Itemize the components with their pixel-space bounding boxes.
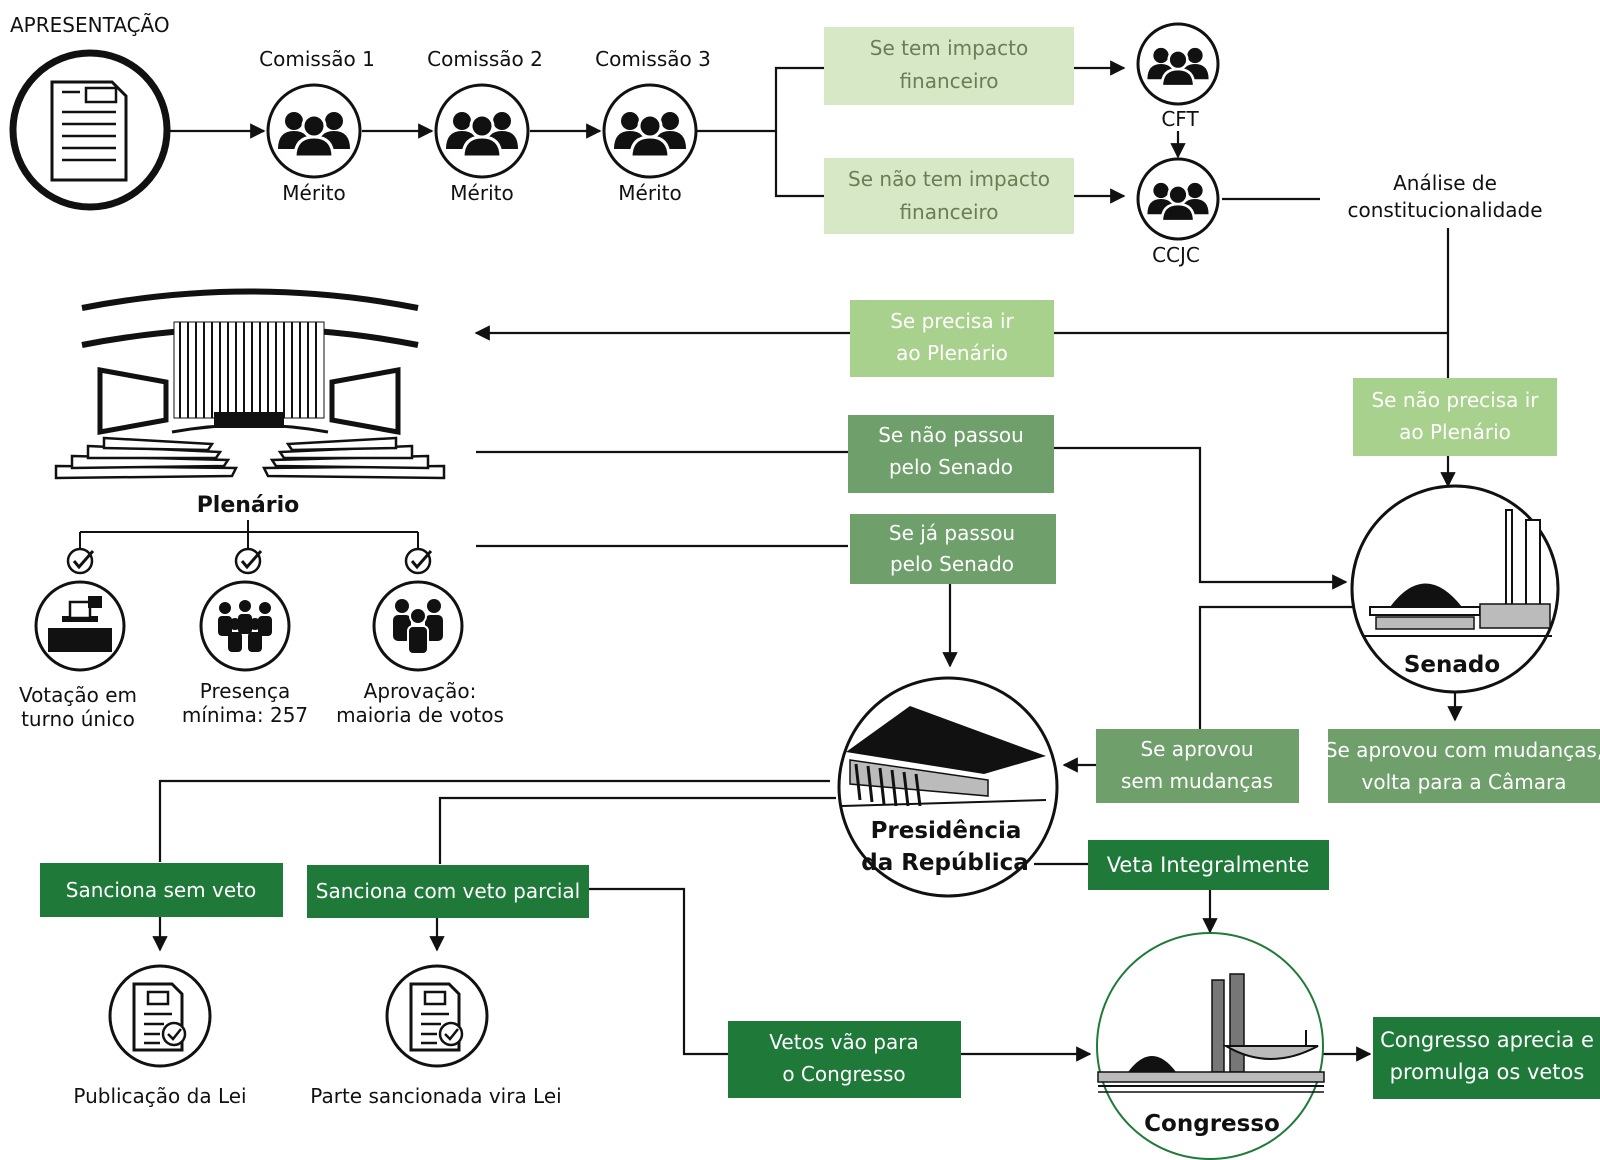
box-nao-passou-senado: Se não passou pelo Senado (848, 415, 1054, 493)
svg-text:Aprovação:: Aprovação: (364, 679, 477, 703)
svg-text:Congresso: Congresso (1144, 1111, 1280, 1137)
rule-aprovacao: Aprovação: maioria de votos (336, 580, 504, 727)
box-sem-impacto: Se não tem impacto financeiro (824, 158, 1074, 234)
box-sanciona-parcial: Sanciona com veto parcial (307, 865, 589, 918)
check-icon (234, 547, 263, 575)
ballot-box-icon (48, 596, 112, 652)
box-veta-integral: Veta Integralmente (1088, 840, 1329, 890)
svg-text:financeiro: financeiro (899, 69, 998, 93)
ccjc-node: CCJC (1136, 157, 1220, 267)
planalto-building-icon (841, 706, 1047, 807)
svg-text:Se já passou: Se já passou (889, 521, 1015, 545)
commission-label: Mérito (282, 181, 345, 205)
commission-label: Mérito (618, 181, 681, 205)
svg-text:Sanciona sem veto: Sanciona sem veto (66, 878, 257, 902)
svg-text:pelo Senado: pelo Senado (889, 455, 1013, 479)
svg-text:Parte sancionada vira Lei: Parte sancionada vira Lei (310, 1084, 561, 1108)
svg-text:Se tem impacto: Se tem impacto (870, 36, 1028, 60)
cft-node: CFT (1136, 22, 1220, 131)
box-precisa-plenario: Se precisa ir ao Plenário (850, 300, 1054, 377)
svg-text:o Congresso: o Congresso (782, 1062, 905, 1086)
commission-name: Comissão 2 (427, 47, 543, 71)
svg-text:constitucionalidade: constitucionalidade (1347, 198, 1542, 222)
box-nao-precisa-plenario: Se não precisa ir ao Plenário (1353, 378, 1557, 456)
check-icon (66, 547, 95, 575)
svg-text:Se precisa ir: Se precisa ir (890, 309, 1014, 333)
document-check-icon (409, 982, 464, 1052)
plenario-illustration: Plenário (54, 288, 446, 518)
svg-text:da República: da República (861, 850, 1029, 876)
svg-text:ao Plenário: ao Plenário (896, 341, 1008, 365)
connectors-mid (152, 446, 1463, 1062)
publicacao-node: Publicação da Lei (73, 964, 247, 1108)
rule-votacao: Votação em turno único (19, 580, 137, 731)
commission-2: Comissão 2 Mérito (427, 47, 543, 205)
svg-text:CCJC: CCJC (1152, 243, 1200, 267)
connectors-top (170, 60, 1456, 488)
svg-text:volta para a Câmara: volta para a Câmara (1362, 770, 1567, 794)
svg-text:ao Plenário: ao Plenário (1399, 420, 1511, 444)
commission-3: Comissão 3 Mérito (595, 47, 711, 205)
svg-text:Vetos vão para: Vetos vão para (769, 1030, 918, 1054)
document-icon (9, 49, 171, 211)
rule-presenca: Presença mínima: 257 (182, 580, 308, 727)
box-com-mudancas: Se aprovou com mudanças, volta para a Câ… (1325, 729, 1600, 803)
svg-text:turno único: turno único (21, 707, 135, 731)
box-sanciona-sem-veto: Sanciona sem veto (40, 863, 283, 917)
commission-name: Comissão 1 (259, 47, 375, 71)
crowd-icon (218, 600, 272, 652)
svg-text:Publicação da Lei: Publicação da Lei (73, 1084, 246, 1108)
svg-text:Se não precisa ir: Se não precisa ir (1371, 388, 1539, 412)
svg-text:mínima: 257: mínima: 257 (182, 703, 308, 727)
parte-sancionada-node: Parte sancionada vira Lei (310, 964, 562, 1108)
svg-text:pelo Senado: pelo Senado (890, 552, 1014, 576)
svg-text:Presidência: Presidência (871, 818, 1022, 844)
senado-node: Senado (1350, 484, 1560, 694)
svg-text:Presença: Presença (200, 679, 290, 703)
box-sem-mudancas: Se aprovou sem mudanças (1096, 729, 1299, 803)
svg-text:promulga os vetos: promulga os vetos (1390, 1060, 1585, 1084)
box-ja-passou-senado: Se já passou pelo Senado (850, 514, 1056, 584)
svg-text:Veta Integralmente: Veta Integralmente (1107, 853, 1310, 877)
svg-text:Análise de: Análise de (1393, 171, 1497, 195)
commission-1: Comissão 1 Mérito (259, 47, 375, 205)
senate-building-icon (1362, 509, 1552, 637)
congress-building-icon (1097, 973, 1325, 1093)
svg-text:sem mudanças: sem mudanças (1121, 769, 1273, 793)
svg-text:maioria de votos: maioria de votos (336, 703, 504, 727)
rules-connector (79, 520, 419, 548)
svg-text:Se não passou: Se não passou (878, 423, 1024, 447)
plenario-label: Plenário (197, 493, 300, 518)
analise-label: Análise de constitucionalidade (1347, 171, 1542, 222)
svg-text:Senado: Senado (1404, 652, 1500, 678)
check-icon (404, 547, 433, 575)
svg-text:Votação em: Votação em (19, 683, 137, 707)
svg-text:Se aprovou: Se aprovou (1140, 737, 1253, 761)
box-impacto: Se tem impacto financeiro (824, 27, 1074, 105)
svg-text:CFT: CFT (1161, 107, 1199, 131)
svg-text:Se não tem impacto: Se não tem impacto (848, 167, 1050, 191)
commission-label: Mérito (450, 181, 513, 205)
svg-text:Congresso aprecia e: Congresso aprecia e (1380, 1028, 1594, 1052)
box-vetos-congresso: Vetos vão para o Congresso (728, 1021, 961, 1098)
commission-name: Comissão 3 (595, 47, 711, 71)
document-check-icon (132, 982, 187, 1052)
congresso-node: Congresso (1096, 932, 1325, 1160)
svg-text:financeiro: financeiro (899, 200, 998, 224)
box-congresso-aprecia: Congresso aprecia e promulga os vetos (1373, 1017, 1600, 1099)
group-icon (393, 599, 443, 655)
page-title: APRESENTAÇÃO (10, 13, 170, 37)
presidencia-node: Presidência da República (837, 676, 1059, 898)
svg-text:Sanciona com veto parcial: Sanciona com veto parcial (316, 879, 580, 903)
svg-text:Se aprovou com mudanças,: Se aprovou com mudanças, (1325, 738, 1600, 762)
